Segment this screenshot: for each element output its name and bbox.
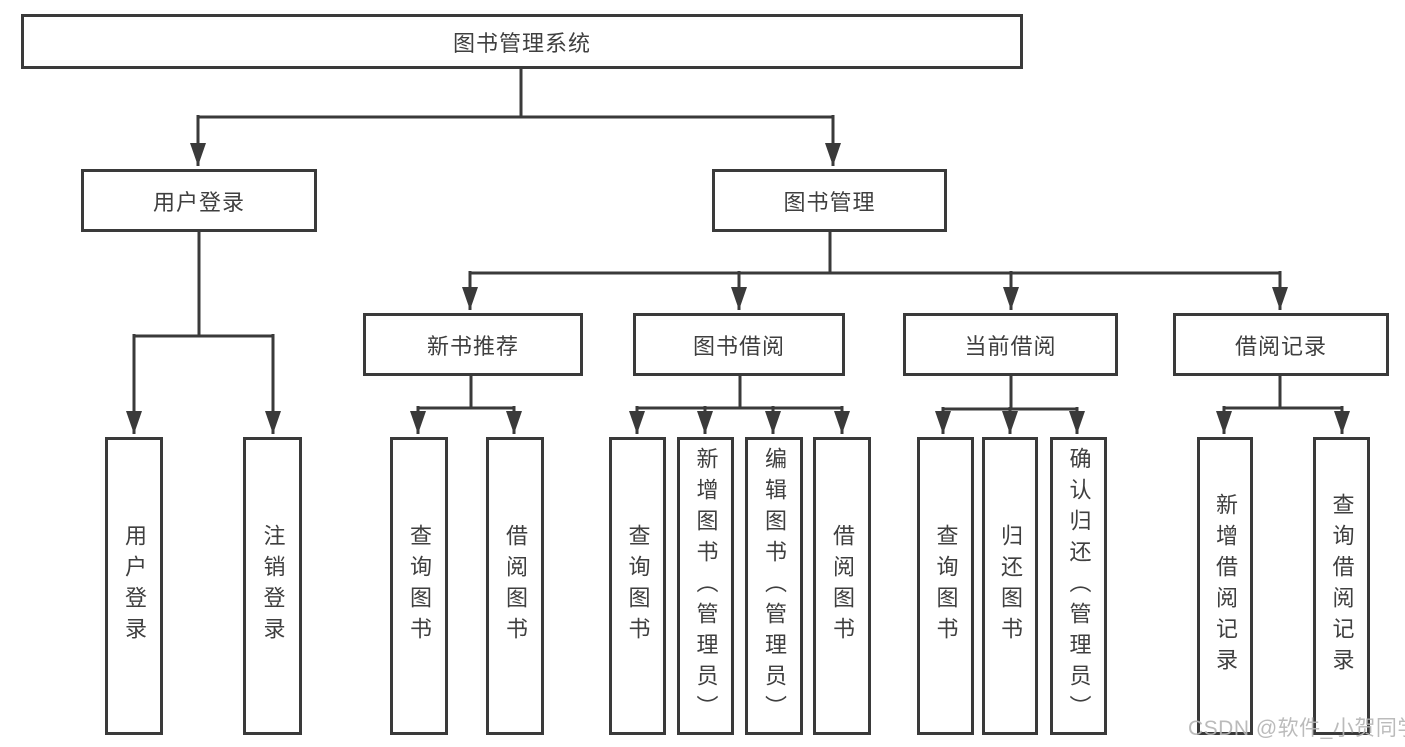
csdn-watermark: CSDN @软件_小贺同学 [1188,717,1405,740]
leaf-label: 借阅图书 [503,524,528,648]
leaf-user-login: 用户登录 [105,437,163,735]
node-user-login: 用户登录 [81,169,317,232]
leaf-label: 查询图书 [625,524,651,648]
node-root: 图书管理系统 [21,14,1023,69]
node-current-borrow: 当前借阅 [903,313,1118,376]
leaf-confirm-return-admin: 确认归还（管理员） [1050,437,1107,735]
leaf-label: 查询借阅记录 [1329,493,1355,679]
leaf-label: 归还图书 [998,524,1023,648]
leaf-label: 注销登录 [260,524,286,648]
leaf-borrow-books-borrow: 借阅图书 [813,437,871,735]
leaf-edit-books-admin: 编辑图书（管理员） [745,437,803,735]
leaf-label: 查询图书 [933,524,959,648]
leaf-borrow-books-recommend: 借阅图书 [486,437,544,735]
leaf-label: 确认归还（管理员） [1066,446,1092,726]
leaf-label: 新增借阅记录 [1213,493,1238,679]
leaf-logout-login: 注销登录 [243,437,302,735]
leaf-label: 用户登录 [122,524,147,648]
leaf-label: 编辑图书（管理员） [762,446,787,726]
node-book-management: 图书管理 [712,169,947,232]
leaf-query-books-borrow: 查询图书 [609,437,666,735]
leaf-add-borrow-record: 新增借阅记录 [1197,437,1253,735]
leaf-add-books-admin: 新增图书（管理员） [677,437,734,735]
leaf-label: 查询图书 [407,524,432,648]
leaf-label: 新增图书（管理员） [693,446,719,726]
leaf-query-books-recommend: 查询图书 [390,437,448,735]
leaf-return-books: 归还图书 [982,437,1038,735]
node-new-book-recommend: 新书推荐 [363,313,583,376]
leaf-query-books-current: 查询图书 [917,437,974,735]
node-book-borrow: 图书借阅 [633,313,845,376]
leaf-label: 借阅图书 [830,524,855,648]
node-borrow-records: 借阅记录 [1173,313,1389,376]
leaf-query-borrow-record: 查询借阅记录 [1313,437,1370,735]
